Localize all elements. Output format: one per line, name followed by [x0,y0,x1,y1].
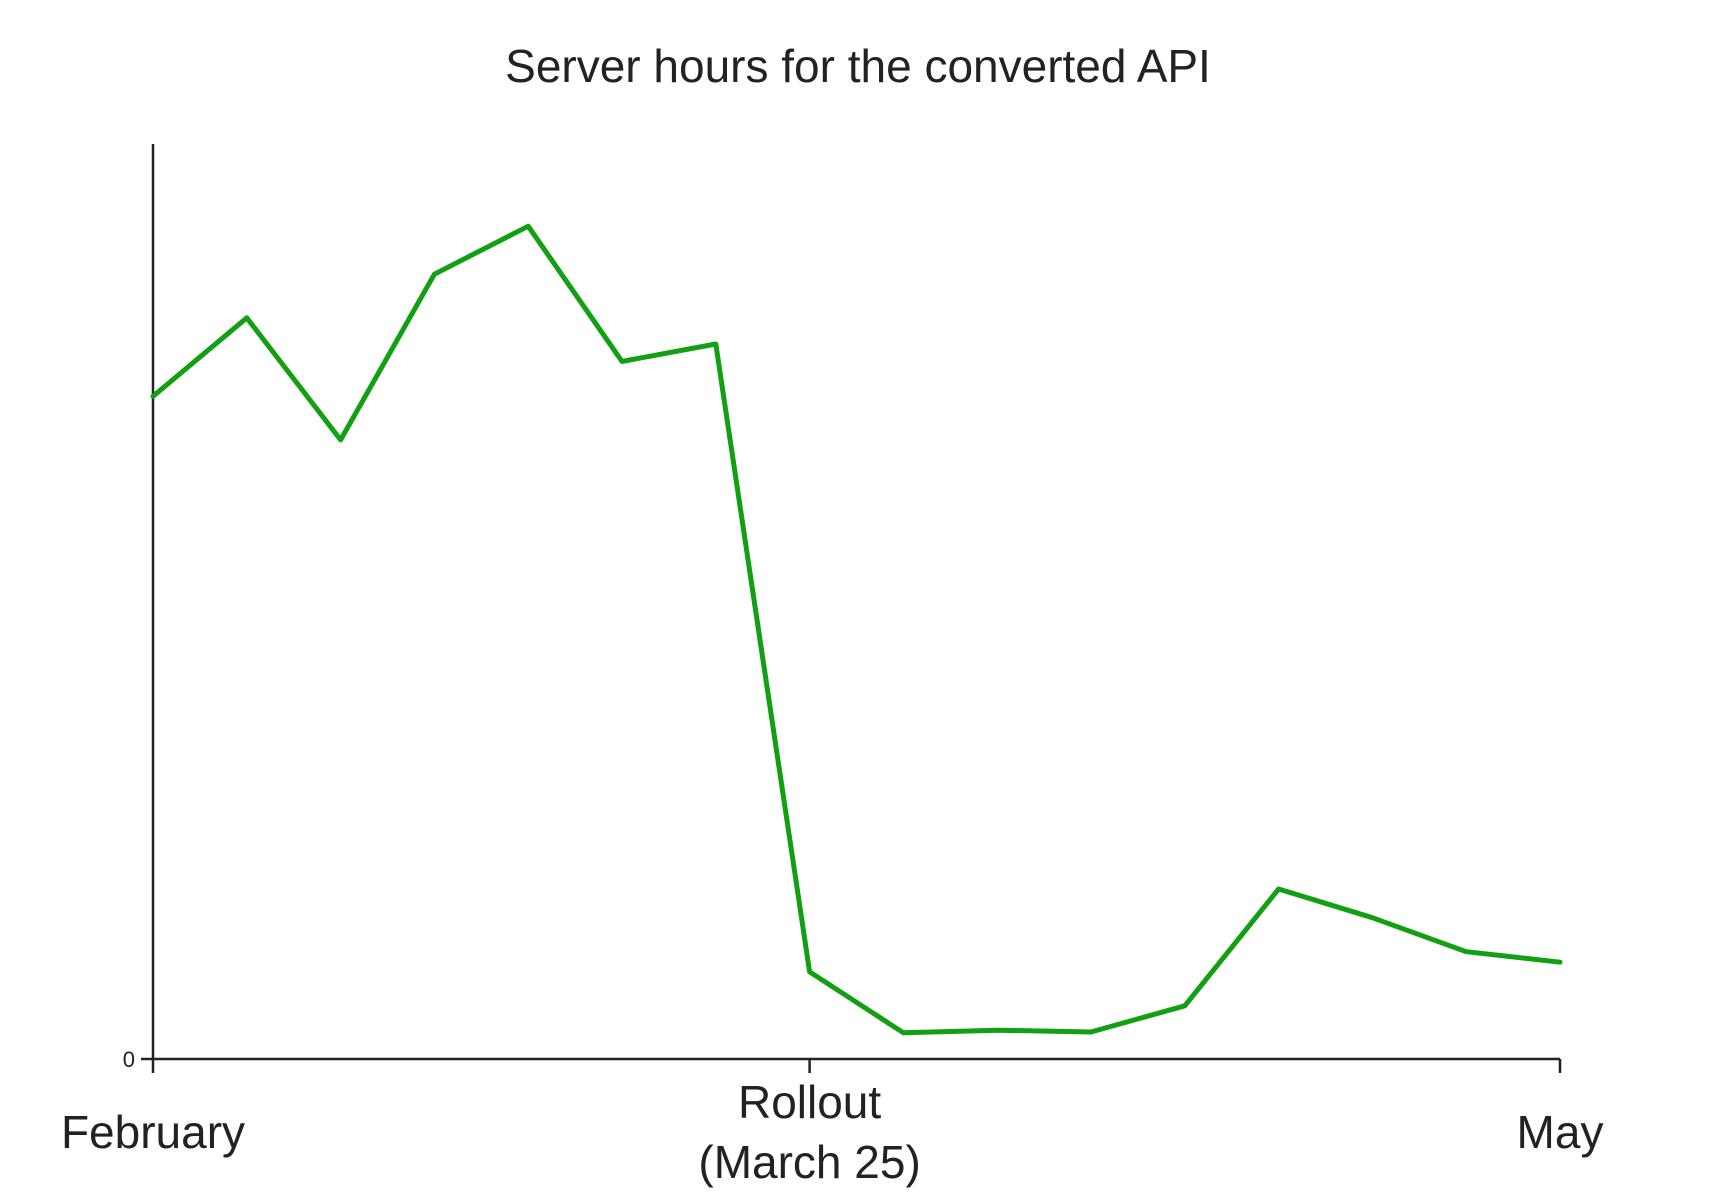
chart-title: Server hours for the converted API [505,40,1211,92]
x-tick-label: May [1517,1106,1604,1158]
x-ticks: February Rollout (March 25) May [61,1059,1603,1188]
x-tick-label: (March 25) [698,1136,920,1188]
y-ticks: 0 [123,1047,153,1072]
series-group [150,223,1563,1036]
y-tick-label: 0 [123,1047,135,1072]
axes [151,144,1560,1061]
series-line [150,223,1563,1036]
x-tick-label: Rollout [738,1076,881,1128]
x-tick-label: February [61,1106,245,1158]
